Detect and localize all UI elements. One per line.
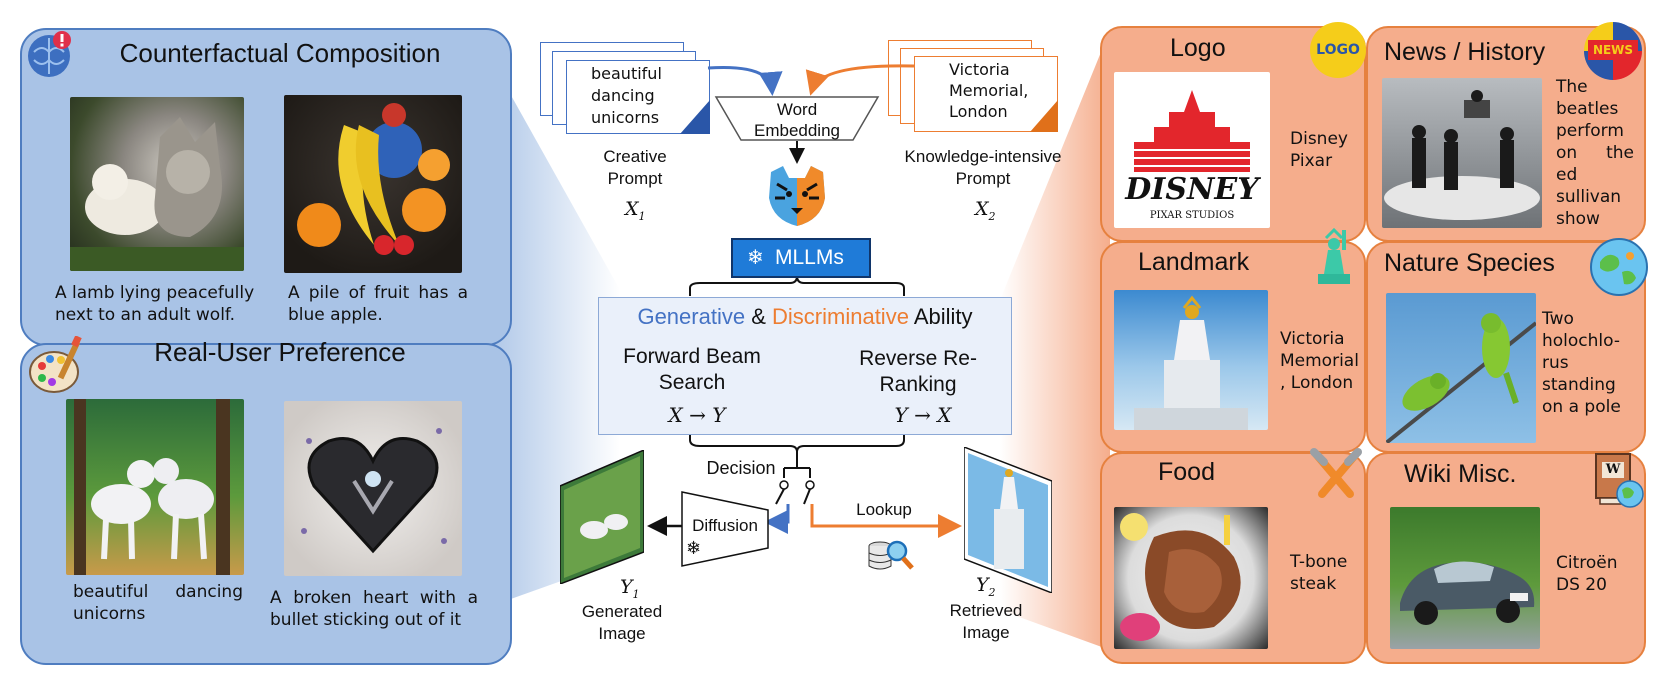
generative-text: Generative: [637, 304, 746, 329]
logo-badge-icon: LOGO: [1310, 22, 1366, 78]
preference-title: Real-User Preference: [154, 337, 406, 367]
brain-icon: [24, 30, 74, 80]
news-title: News / History: [1384, 38, 1546, 66]
disney-pixar-image: DISNEY PIXAR STUDIOS: [1114, 72, 1270, 228]
landmark-label: Victoria Memorial , London: [1280, 329, 1359, 393]
nature-label: Two holochlo- rus standing on a pole: [1542, 309, 1621, 417]
mllms-label: MLLMs: [775, 246, 844, 269]
fruit-caption: A pile of fruit has a blue apple.: [288, 283, 468, 325]
word-embedding-label: Word Embedding: [753, 100, 840, 140]
decision-label: Decision: [706, 458, 776, 478]
x2-symbol: X2: [975, 198, 996, 223]
page-curl-icon: [680, 100, 710, 134]
creative-prompt-card: beautiful dancing unicorns: [566, 60, 710, 134]
wiki-title: Wiki Misc.: [1404, 460, 1517, 488]
lookup-label: Lookup: [856, 500, 912, 519]
forward-label: Forward Beam Search: [623, 345, 761, 394]
wiki-badge: W: [1605, 462, 1621, 477]
ability-text: Ability: [913, 304, 973, 329]
generated-label: Generated Image: [581, 602, 663, 643]
food-label: T-bone steak: [1290, 552, 1348, 594]
brace-top: [689, 275, 905, 296]
retrieved-label: Retrieved Image: [949, 601, 1023, 642]
wiki-label: Citroën DS 20: [1556, 553, 1618, 595]
creative-arrow: [707, 66, 783, 96]
y2-symbol: Y2: [976, 574, 996, 599]
counterfactual-title: Counterfactual Composition: [119, 38, 441, 68]
page-curl-orange-icon: [1030, 100, 1058, 132]
forward-formula: X → Y: [668, 403, 726, 427]
switch-arm-right: [803, 488, 811, 505]
food-title: Food: [1158, 458, 1215, 486]
disney-wordmark: DISNEY: [1125, 172, 1259, 207]
diffusion-branch: [764, 504, 790, 534]
pixar-studios-wordmark: PIXAR STUDIOS: [1149, 210, 1235, 221]
unicorns-image: [66, 399, 244, 575]
knowledge-prompt-label: Knowledge-intensive Prompt: [904, 147, 1062, 188]
knowledge-arrow: [805, 64, 915, 96]
ability-header: Generative & Discriminative Ability: [598, 297, 1012, 339]
snowflake-icon: ❄: [747, 245, 764, 269]
reverse-label: Reverse Re-Ranking: [859, 347, 977, 396]
reverse-formula: Y → X: [894, 403, 952, 427]
lamb-wolf-caption: A lamb lying peacefully next to an adult…: [55, 283, 255, 325]
x1-symbol: X1: [625, 198, 646, 223]
generated-image: [559, 448, 645, 586]
knowledge-prompt-text: Victoria Memorial, London: [949, 60, 1029, 121]
utensils-icon: [1310, 448, 1364, 502]
lookup-branch: [810, 504, 962, 538]
retrieved-image: [963, 445, 1053, 595]
nature-title: Nature Species: [1384, 249, 1555, 277]
citroen-ds-image: [1390, 507, 1540, 649]
database-search-icon: [866, 536, 916, 574]
tiger-logo-icon: [765, 162, 829, 228]
ampersand-text: &: [751, 304, 766, 329]
unicorns-caption: beautiful dancing unicorns: [73, 582, 243, 624]
news-label: The beatles perform on the ed sullivan s…: [1556, 77, 1634, 229]
switch-node-left: [779, 480, 789, 490]
word-embedding-box: [714, 96, 880, 141]
switch-arm-left: [775, 488, 785, 505]
ability-body: [598, 338, 1012, 435]
victoria-memorial-image: [1114, 290, 1268, 430]
landmark-title: Landmark: [1138, 248, 1250, 276]
diffusion-box: [681, 491, 769, 567]
statue-of-liberty-icon: [1308, 222, 1360, 286]
logo-label: Disney Pixar: [1290, 129, 1348, 171]
knowledge-prompt-card: Victoria Memorial, London: [914, 56, 1058, 132]
wiki-book-icon: W: [1594, 450, 1646, 510]
creative-prompt-label: Creative Prompt: [603, 147, 667, 188]
palette-icon: [28, 335, 84, 398]
diffusion-snowflake-icon: ❄: [686, 538, 702, 559]
news-globe-icon: NEWS: [1584, 22, 1642, 80]
mllms-box: ❄ MLLMs: [731, 238, 871, 278]
broken-heart-image: [284, 401, 462, 576]
broken-heart-caption: A broken heart with a bullet sticking ou…: [270, 588, 478, 630]
fruit-pile-image: [284, 95, 462, 273]
switch-node-right: [805, 480, 815, 490]
diffusion-label: Diffusion: [692, 516, 758, 535]
brace-bottom: [689, 433, 905, 453]
beatles-image: [1382, 78, 1542, 228]
creative-prompt-text: beautiful dancing unicorns: [591, 64, 662, 127]
news-badge: NEWS: [1588, 40, 1638, 60]
earth-icon: [1590, 238, 1648, 296]
decision-fork: [783, 452, 811, 478]
blue-fan: [480, 40, 620, 610]
logo-title: Logo: [1170, 34, 1226, 62]
parrots-image: [1386, 293, 1536, 443]
y1-symbol: Y1: [620, 576, 640, 601]
tbone-steak-image: [1114, 507, 1268, 649]
lamb-wolf-image: [70, 97, 244, 271]
discriminative-text: Discriminative: [772, 304, 909, 329]
